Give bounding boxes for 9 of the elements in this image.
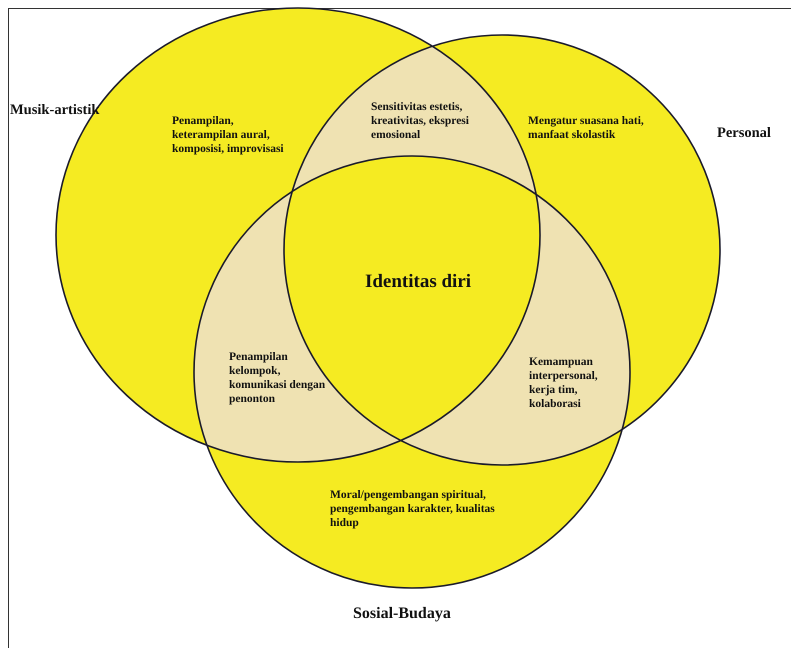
overlap-description: Kemampuan interpersonal, kerja tim, kolaborasi: [529, 355, 599, 411]
center-label: Identitas diri: [364, 270, 472, 294]
set-heading: Sosial-Budaya: [353, 605, 451, 622]
set-description: Moral/pengembangan spiritual, pengembangan karakter, kualitas hidup: [330, 488, 496, 530]
set-description: Penampilan, keterampilan aural, komposisi, improvisasi: [172, 114, 285, 156]
overlap-description: Sensitivitas estetis, kreativitas, ekspresi emosional: [371, 100, 470, 142]
overlap-description: Penampilan kelompok, komunikasi dengan penonton: [229, 350, 326, 406]
set-heading: Personal: [717, 125, 771, 142]
set-description: Mengatur suasana hati, manfaat skolastik: [528, 114, 645, 142]
